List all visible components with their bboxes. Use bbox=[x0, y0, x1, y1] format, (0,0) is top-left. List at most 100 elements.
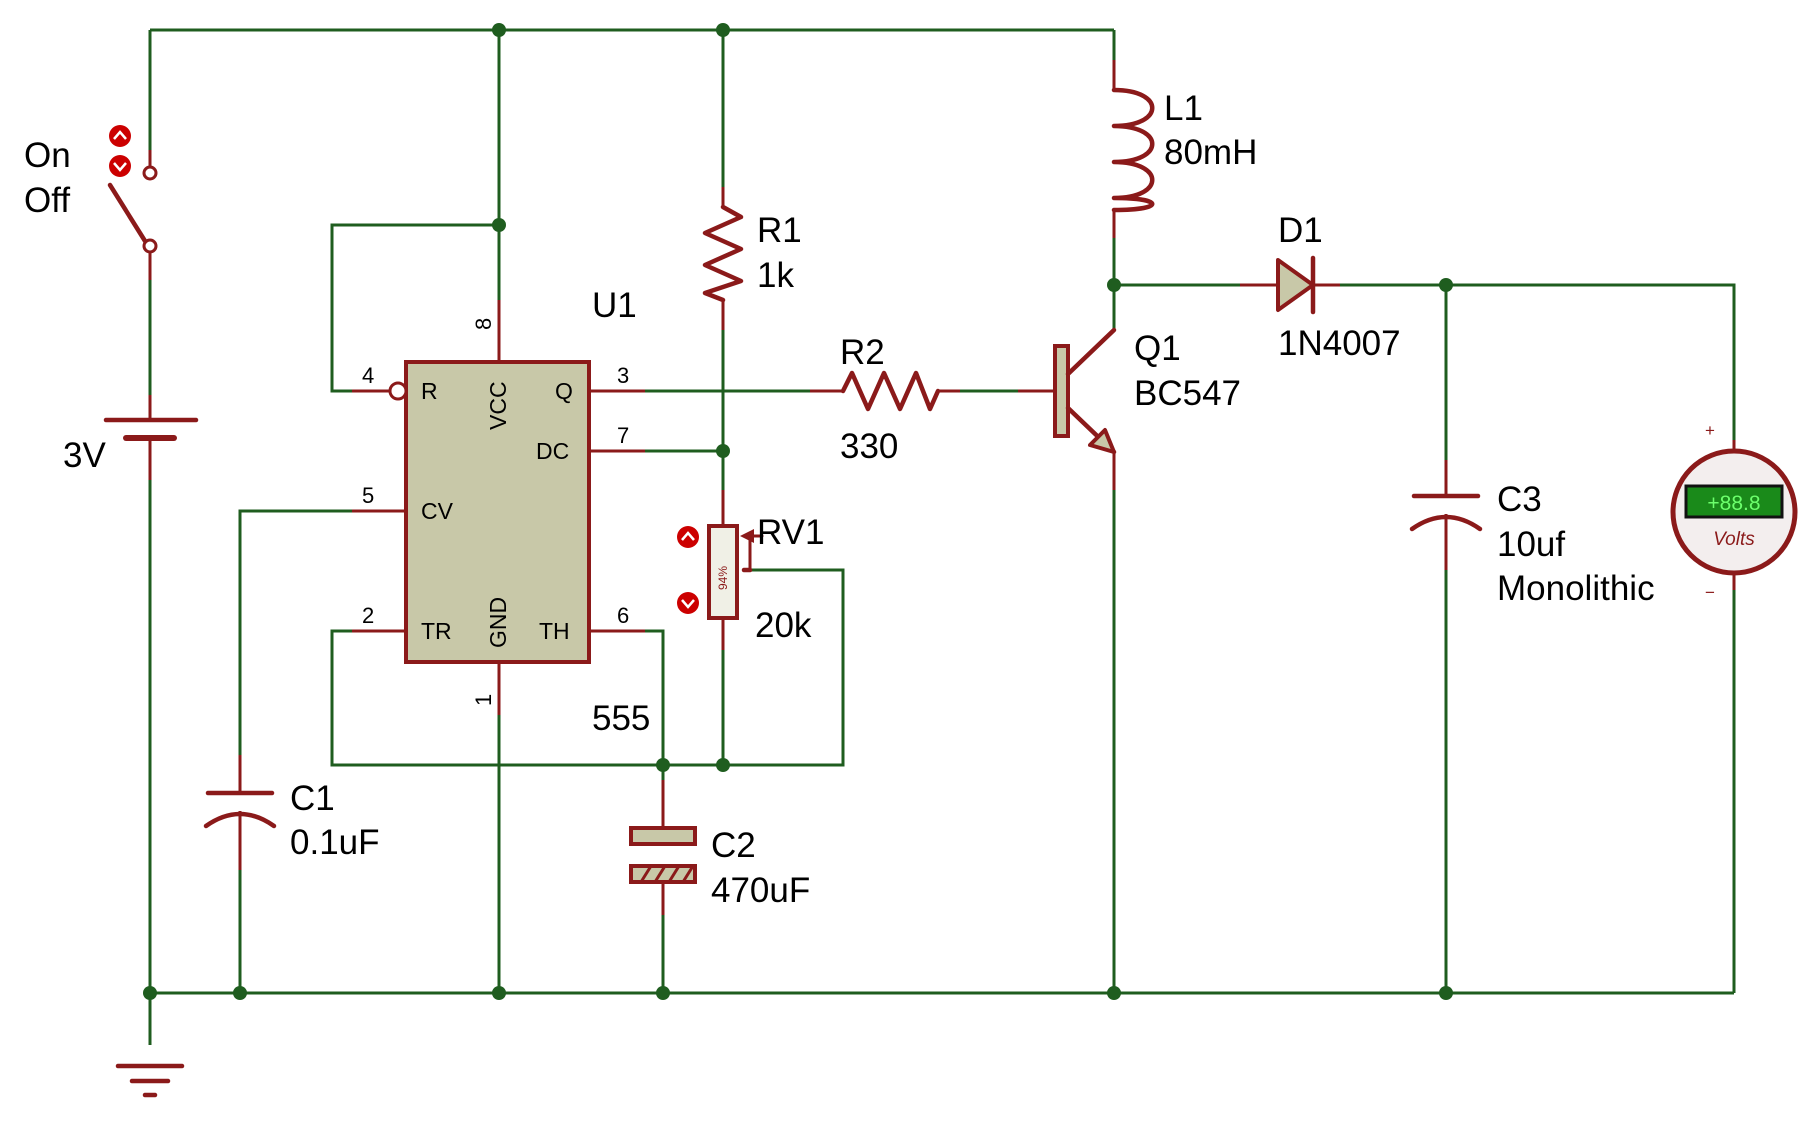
rv1-wiper-percent: 94% bbox=[716, 566, 730, 590]
wire-reset-loop bbox=[330, 223, 499, 393]
diode-d1[interactable]: D1 1N4007 bbox=[1240, 211, 1401, 363]
q1-value: BC547 bbox=[1134, 374, 1241, 413]
r2-zigzag bbox=[840, 370, 941, 412]
arrow-down-glyph bbox=[681, 599, 695, 609]
c1-value: 0.1uF bbox=[290, 823, 380, 862]
transistor-q1[interactable]: Q1 BC547 bbox=[1018, 327, 1241, 490]
junction-dot bbox=[656, 758, 670, 772]
pin-name-gnd: GND bbox=[485, 597, 511, 648]
junction-dot bbox=[1107, 278, 1121, 292]
resistor-r2[interactable]: R2 330 bbox=[810, 333, 960, 466]
pin-name-tr: TR bbox=[421, 618, 452, 644]
junction-dot bbox=[143, 986, 157, 1000]
rv1-ref: RV1 bbox=[757, 513, 824, 552]
junction-dot bbox=[492, 986, 506, 1000]
junctions bbox=[143, 23, 1453, 1000]
l1-value: 80mH bbox=[1164, 133, 1257, 172]
rv1-increase-icon[interactable] bbox=[677, 526, 699, 548]
pin-number-2: 2 bbox=[362, 603, 374, 628]
d1-ref: D1 bbox=[1278, 211, 1323, 250]
junction-dot bbox=[1439, 986, 1453, 1000]
junction-dot bbox=[233, 986, 247, 1000]
pin-name-vcc: VCC bbox=[485, 381, 511, 430]
arrow-up-glyph bbox=[113, 130, 127, 140]
pin-name-th: TH bbox=[539, 618, 570, 644]
battery: 3V bbox=[63, 395, 199, 480]
l1-ref: L1 bbox=[1164, 89, 1203, 128]
u1-ref: U1 bbox=[592, 286, 637, 325]
r1-ref: R1 bbox=[757, 211, 802, 250]
c2-value: 470uF bbox=[711, 871, 810, 910]
wire-rv1-wiper-trigger bbox=[330, 568, 845, 767]
arrow-down-glyph bbox=[113, 162, 127, 172]
junction-dot bbox=[1107, 986, 1121, 1000]
q1-emitter-arrow-icon bbox=[1088, 428, 1116, 454]
u1-part: 555 bbox=[592, 699, 650, 738]
inductor-l1[interactable]: L1 80mH bbox=[1111, 60, 1257, 238]
pin-number-4: 4 bbox=[362, 363, 374, 388]
arrow-up-glyph bbox=[681, 531, 695, 541]
pin-name-q: Q bbox=[555, 378, 573, 404]
wire-cv-c1 bbox=[238, 509, 352, 755]
c3-value: 10uf bbox=[1497, 525, 1565, 564]
switch-contact-top bbox=[142, 165, 158, 181]
voltmeter-unit: Volts bbox=[1713, 529, 1755, 550]
switch-on-label: On bbox=[24, 136, 71, 175]
rv1-body bbox=[707, 524, 739, 620]
rv1-wiper-arrow-icon bbox=[740, 529, 754, 543]
l1-coil bbox=[1111, 87, 1155, 213]
rv1-decrease-icon[interactable] bbox=[677, 592, 699, 614]
c1-ref: C1 bbox=[290, 779, 335, 818]
voltmeter-plus: + bbox=[1705, 421, 1715, 440]
pin-number-1: 1 bbox=[471, 694, 496, 706]
wires bbox=[148, 28, 1736, 1045]
power-switch[interactable]: On Off bbox=[24, 125, 158, 280]
d1-triangle bbox=[1276, 258, 1315, 312]
q1-collector bbox=[1065, 327, 1117, 377]
voltmeter-minus: − bbox=[1705, 583, 1715, 602]
capacitor-c2[interactable]: C2 470uF bbox=[629, 780, 810, 915]
pin-number-8: 8 bbox=[471, 318, 496, 330]
switch-up-icon[interactable] bbox=[109, 125, 131, 147]
switch-off-label: Off bbox=[24, 181, 70, 220]
r1-value: 1k bbox=[757, 256, 794, 295]
c2-hatch bbox=[639, 865, 695, 883]
c2-plate-positive bbox=[629, 826, 697, 846]
junction-dot bbox=[716, 444, 730, 458]
pin-number-3: 3 bbox=[617, 363, 629, 388]
capacitor-c3[interactable]: C3 10uf Monolithic bbox=[1409, 460, 1655, 608]
wire-d1-out bbox=[1340, 283, 1736, 440]
junction-dot bbox=[492, 218, 506, 232]
switch-lever bbox=[107, 182, 148, 244]
voltmeter-reading: +88.8 bbox=[1707, 492, 1760, 515]
r2-value: 330 bbox=[840, 427, 898, 466]
pin-name-r: R bbox=[421, 378, 438, 404]
r2-ref: R2 bbox=[840, 333, 885, 372]
switch-down-icon[interactable] bbox=[109, 155, 131, 177]
pin-number-7: 7 bbox=[617, 423, 629, 448]
c2-ref: C2 bbox=[711, 826, 756, 865]
capacitor-c1[interactable]: C1 0.1uF bbox=[203, 755, 380, 870]
reset-bubble-icon bbox=[388, 381, 408, 401]
potentiometer-rv1[interactable]: 94% RV1 20k bbox=[677, 490, 824, 650]
q1-base-bar bbox=[1053, 344, 1070, 438]
d1-value: 1N4007 bbox=[1278, 324, 1401, 363]
junction-dot bbox=[716, 758, 730, 772]
voltmeter-display bbox=[1684, 484, 1784, 519]
pin-number-6: 6 bbox=[617, 603, 629, 628]
pin-number-5: 5 bbox=[362, 483, 374, 508]
ground-symbol bbox=[115, 1063, 185, 1098]
junction-dot bbox=[1439, 278, 1453, 292]
c3-type: Monolithic bbox=[1497, 569, 1655, 608]
junction-dot bbox=[492, 23, 506, 37]
voltmeter[interactable]: +88.8 Volts + − bbox=[1670, 421, 1798, 602]
u1-555-timer[interactable]: R Q DC CV TR TH VCC GND 4 3 7 5 2 6 8 1 … bbox=[352, 286, 650, 738]
c3-ref: C3 bbox=[1497, 480, 1542, 519]
junction-dot bbox=[656, 986, 670, 1000]
junction-dot bbox=[716, 23, 730, 37]
battery-value: 3V bbox=[63, 436, 106, 475]
r1-zigzag bbox=[702, 204, 744, 303]
resistor-r1[interactable]: R1 1k bbox=[702, 187, 802, 330]
pin-name-dc: DC bbox=[536, 438, 569, 464]
